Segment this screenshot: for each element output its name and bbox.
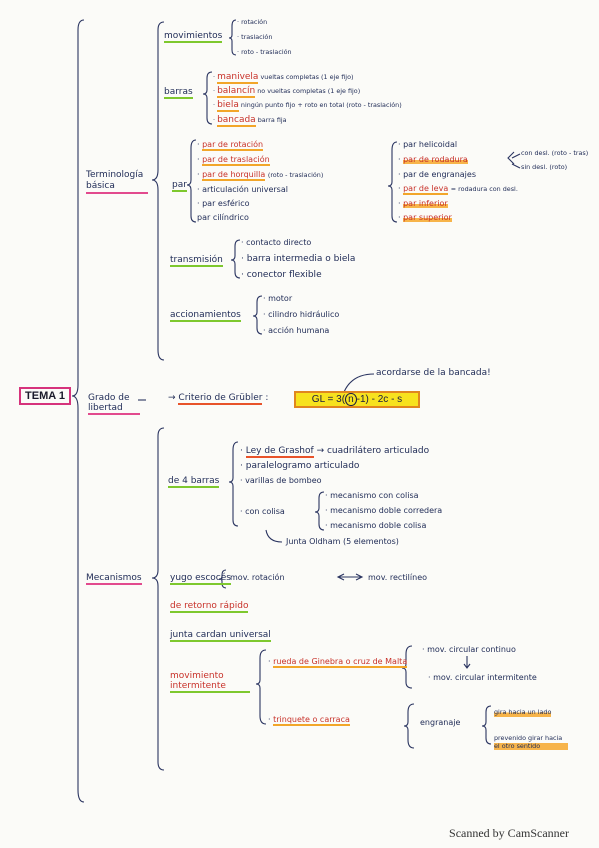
cuatro-barras-label: de 4 barras <box>168 476 220 488</box>
barra-desc: no vueltas completas (1 eje fijo) <box>257 87 361 95</box>
par-item: par esférico <box>202 199 250 208</box>
par-note: (roto - traslación) <box>267 171 324 179</box>
transmision-item: barra intermedia o biela <box>246 254 356 264</box>
cuatro-barras-item: varillas de bombeo <box>245 476 322 485</box>
ginebra-label: rueda de Ginebra o cruz de Malta <box>273 657 408 668</box>
footer-watermark: Scanned by CamScanner <box>449 826 569 840</box>
ginebra-a: mov. circular continuo <box>427 645 516 654</box>
par-item: par de engranajes <box>403 170 476 179</box>
rodadura-note: con desl. (roto - tras) <box>521 149 589 157</box>
transmision-item: conector flexible <box>246 270 322 280</box>
intermitente-label: movimiento intermitente <box>170 671 250 693</box>
colisa-item: mecanismo doble colisa <box>330 521 427 530</box>
rodadura-note: sin desl. (roto) <box>521 163 568 171</box>
bancada-note: acordarse de la bancada! <box>376 368 491 378</box>
par-item: par helicoidal <box>403 140 458 149</box>
yugo-desc: mov. rotación <box>230 573 285 582</box>
par-label: par <box>172 180 187 192</box>
terminologia-label: Terminología básica <box>86 170 148 194</box>
barra-name: balancín <box>217 86 256 98</box>
movimiento-item: · rotación <box>237 18 268 26</box>
mecanismos-label: Mecanismos <box>86 573 142 585</box>
cuatro-barras-item: paralelogramo articulado <box>245 461 360 471</box>
engranaje-label: engranaje <box>420 718 461 727</box>
transmision-label: transmisión <box>170 255 223 267</box>
par-item: par de rodadura <box>403 155 468 164</box>
par-item: par de traslación <box>202 155 270 166</box>
criterio-label: Criterio de Grübler <box>178 393 263 405</box>
accionamiento-item: motor <box>268 294 293 303</box>
barra-desc: barra fija <box>257 116 287 124</box>
barra-name: manivela <box>217 72 259 84</box>
barra-name: biela <box>217 100 239 112</box>
oldham-label: Junta Oldham (5 elementos) <box>286 537 399 546</box>
par-item: par cilíndrico <box>197 213 249 222</box>
par-item: par de horquilla <box>202 170 266 181</box>
engranaje-a: gira hacia un lado <box>494 707 552 717</box>
par-item: par inferior <box>403 199 448 208</box>
accionamientos-label: accionamientos <box>170 310 241 322</box>
cardan-label: junta cardan universal <box>170 630 271 642</box>
yugo-desc-2: mov. rectilíneo <box>368 573 428 582</box>
grashof-result: → cuadrilátero articulado <box>316 446 430 456</box>
barras-label: barras <box>164 87 193 99</box>
par-item: par de leva <box>403 184 449 195</box>
movimientos-label: movimientos <box>164 31 223 43</box>
colisa-item: mecanismo con colisa <box>330 491 419 500</box>
accionamiento-item: acción humana <box>268 326 330 335</box>
par-item: par de rotación <box>202 140 264 151</box>
barra-name: bancada <box>217 115 256 127</box>
movimiento-item: · traslación <box>237 33 273 41</box>
retorno-rapido-label: de retorno rápido <box>170 601 249 613</box>
movimiento-item: · roto - traslación <box>237 48 292 56</box>
par-item: articulación universal <box>202 185 288 194</box>
colisa-label: con colisa <box>245 507 285 516</box>
yugo-label: yugo escocés <box>170 573 231 585</box>
accionamiento-item: cilindro hidráulico <box>268 310 340 319</box>
leva-note: = rodadura con desl. <box>450 185 518 193</box>
tema-box: TEMA 1 <box>19 387 71 405</box>
barra-desc: vueltas completas (1 eje fijo) <box>260 73 354 81</box>
grubler-formula: GL = 3(n-1) - 2c - s <box>294 391 420 408</box>
trinquete-label: trinquete o carraca <box>273 715 350 726</box>
par-item: par superior <box>403 213 452 222</box>
grashof-label: Ley de Grashof <box>245 446 314 458</box>
barra-desc: ningún punto fijo + roto en total (roto … <box>240 101 402 109</box>
colisa-item: mecanismo doble corredera <box>330 506 443 515</box>
transmision-item: contacto directo <box>246 238 312 247</box>
ginebra-b: mov. circular intermitente <box>433 673 537 682</box>
engranaje-b: prevenido girar hacia el otro sentido <box>494 734 568 750</box>
grado-label: Grado de libertad <box>88 393 140 415</box>
